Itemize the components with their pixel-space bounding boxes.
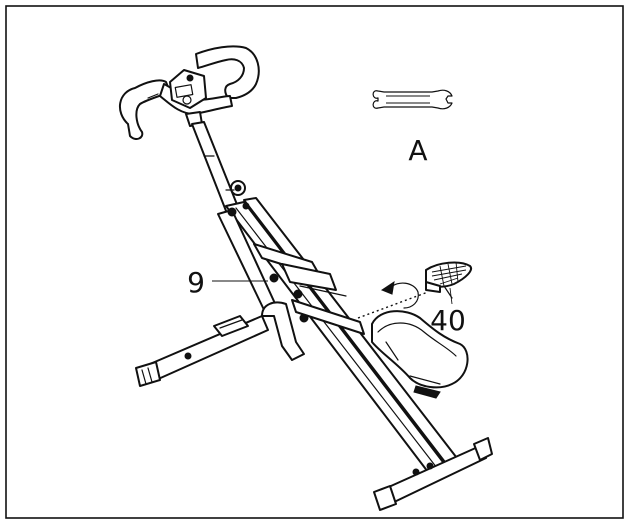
- pedal-leader-line: [449, 287, 453, 305]
- handlebar-post: [191, 121, 246, 217]
- rear-stabilizer: [373, 437, 493, 511]
- handlebar: [119, 45, 260, 140]
- tool-label: A: [408, 134, 427, 167]
- wrench-icon: [372, 89, 453, 110]
- seat: [371, 310, 469, 399]
- frame-part-label: 9: [187, 266, 205, 299]
- pedal-part-label: 40: [430, 304, 466, 337]
- figure-border: [5, 5, 624, 519]
- front-stabilizer: [135, 301, 305, 387]
- pedal: [425, 261, 472, 299]
- rotate-arrow-icon: [380, 280, 419, 309]
